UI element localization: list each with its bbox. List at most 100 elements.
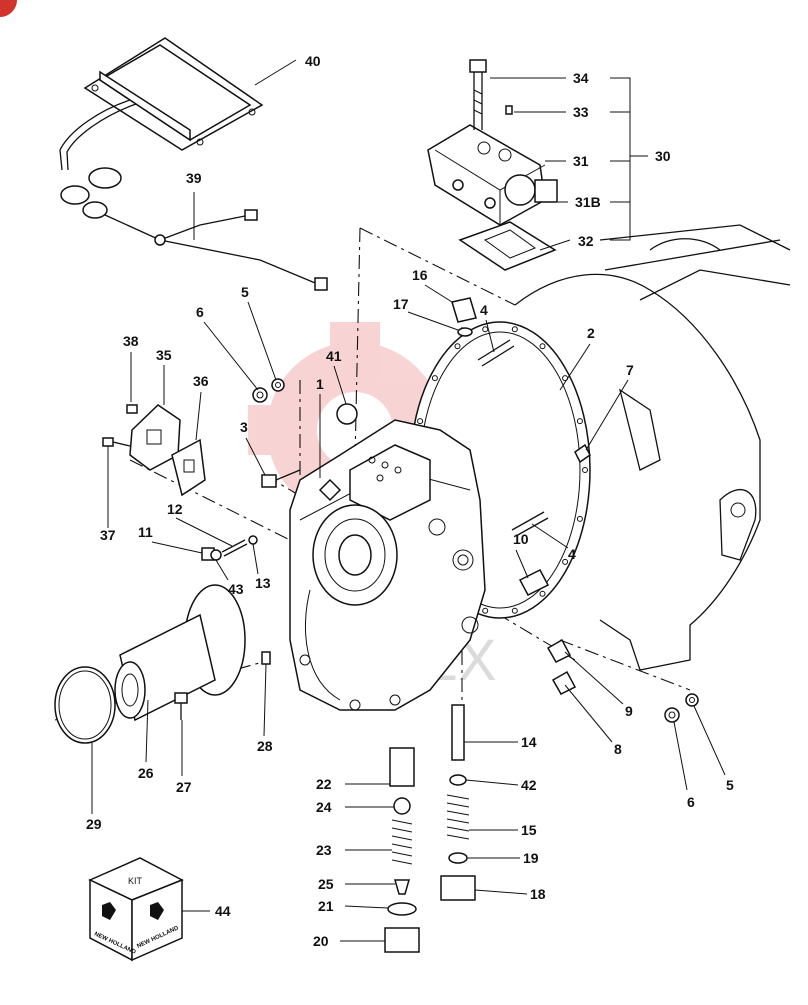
leader-c11 — [151, 541, 203, 554]
leader-c4b — [531, 523, 569, 549]
bolt-hole — [454, 343, 461, 350]
callout-c39: 39 — [186, 170, 202, 186]
callout-c29: 29 — [86, 816, 102, 832]
callout-c31: 31 — [573, 153, 589, 169]
callout-c31b: 31B — [575, 194, 601, 210]
leader-c12 — [175, 517, 233, 547]
spool-stack-22-20 — [384, 747, 420, 953]
callout-c15: 15 — [521, 822, 537, 838]
bolt-hole — [482, 607, 489, 614]
bolt-hole — [511, 607, 518, 614]
leader-c28 — [263, 663, 267, 737]
callout-c5b: 5 — [726, 777, 734, 793]
callout-c3: 3 — [240, 419, 248, 435]
callout-c44: 44 — [215, 903, 231, 919]
leader-c32 — [539, 239, 571, 251]
plug-16-oring-17 — [451, 297, 477, 337]
callout-c4b: 4 — [568, 546, 576, 562]
leader-c5a — [247, 301, 277, 381]
leader-c40 — [254, 59, 297, 86]
leader-c9 — [564, 651, 624, 705]
callout-c21: 21 — [318, 898, 334, 914]
bolt-37 — [102, 437, 131, 447]
plug-10-9-8 — [518, 569, 577, 695]
callout-c6a: 6 — [196, 304, 204, 320]
dowel-28 — [261, 651, 271, 665]
bolt-hole — [511, 326, 518, 333]
leader-lines — [91, 59, 726, 942]
callout-c5a: 5 — [241, 284, 249, 300]
control-module-40 — [59, 37, 264, 171]
kit-box-44: KIT NEW HOLLAND NEW HOLLAND — [88, 857, 184, 962]
valve-housing-1 — [289, 419, 486, 711]
small-parts-11-12-13-43 — [201, 535, 258, 561]
shaft-assembly-26-27 — [114, 584, 246, 722]
callout-c33: 33 — [573, 104, 589, 120]
leader-c4a — [485, 319, 495, 353]
bolt-hole — [576, 515, 583, 522]
callout-c12: 12 — [167, 501, 183, 517]
leader-c13 — [252, 543, 259, 575]
leader-c2 — [559, 343, 591, 391]
callout-c35: 35 — [156, 347, 172, 363]
callout-c27: 27 — [176, 779, 192, 795]
kit-label: KIT — [128, 876, 143, 886]
callout-c41: 41 — [326, 348, 342, 364]
leader-c5b — [693, 705, 726, 776]
callout-c17: 17 — [393, 296, 409, 312]
leader-c42 — [465, 779, 519, 786]
wiring-harness-39 — [60, 167, 328, 291]
callout-c8: 8 — [614, 741, 622, 757]
o-ring-29 — [54, 666, 116, 744]
bolt-hole — [539, 343, 546, 350]
bracket-30 — [610, 77, 631, 241]
callout-c18: 18 — [530, 886, 546, 902]
callout-c16: 16 — [412, 267, 428, 283]
leader-c8 — [564, 684, 613, 743]
leader-c16 — [424, 284, 453, 303]
transmission-housing — [514, 224, 791, 671]
leader-c26 — [145, 699, 149, 763]
callout-c37: 37 — [100, 527, 116, 543]
leader-c3 — [245, 437, 266, 476]
leader-c18 — [474, 889, 528, 895]
gasket-36 — [171, 438, 206, 497]
bolt-hole — [431, 375, 438, 382]
callout-c2: 2 — [587, 325, 595, 341]
callout-c23: 23 — [316, 842, 332, 858]
bolt-hole — [562, 558, 569, 565]
callout-c24: 24 — [316, 799, 332, 815]
leader-c6a — [203, 321, 259, 391]
callout-c4a: 4 — [480, 302, 488, 318]
leader-c10 — [515, 549, 529, 579]
bolt-hole — [417, 418, 424, 425]
bolt-3 — [261, 469, 301, 488]
bolt-hole — [576, 418, 583, 425]
callout-c20: 20 — [313, 933, 329, 949]
callout-c13: 13 — [255, 575, 271, 591]
callout-c38: 38 — [123, 333, 139, 349]
leader-c36 — [195, 391, 202, 441]
callout-c42: 42 — [521, 777, 537, 793]
bolt-38 — [126, 404, 138, 414]
callout-c6b: 6 — [687, 794, 695, 810]
valve-assembly-30 — [427, 59, 558, 271]
leader-c7 — [585, 379, 629, 451]
callout-c7: 7 — [626, 362, 634, 378]
callout-c30: 30 — [655, 148, 671, 164]
callout-c22: 22 — [316, 776, 332, 792]
nuts-washers-6-5 — [252, 378, 699, 723]
callout-c10: 10 — [513, 531, 529, 547]
callout-c9: 9 — [625, 703, 633, 719]
bolt-hole — [539, 590, 546, 597]
leader-c43 — [215, 559, 229, 581]
callout-c14: 14 — [521, 734, 537, 750]
callout-c26: 26 — [138, 765, 154, 781]
ball-plug-41 — [336, 403, 358, 425]
callout-c1: 1 — [316, 376, 324, 392]
cover-plate-35 — [129, 404, 181, 471]
bolt-hole — [482, 326, 489, 333]
